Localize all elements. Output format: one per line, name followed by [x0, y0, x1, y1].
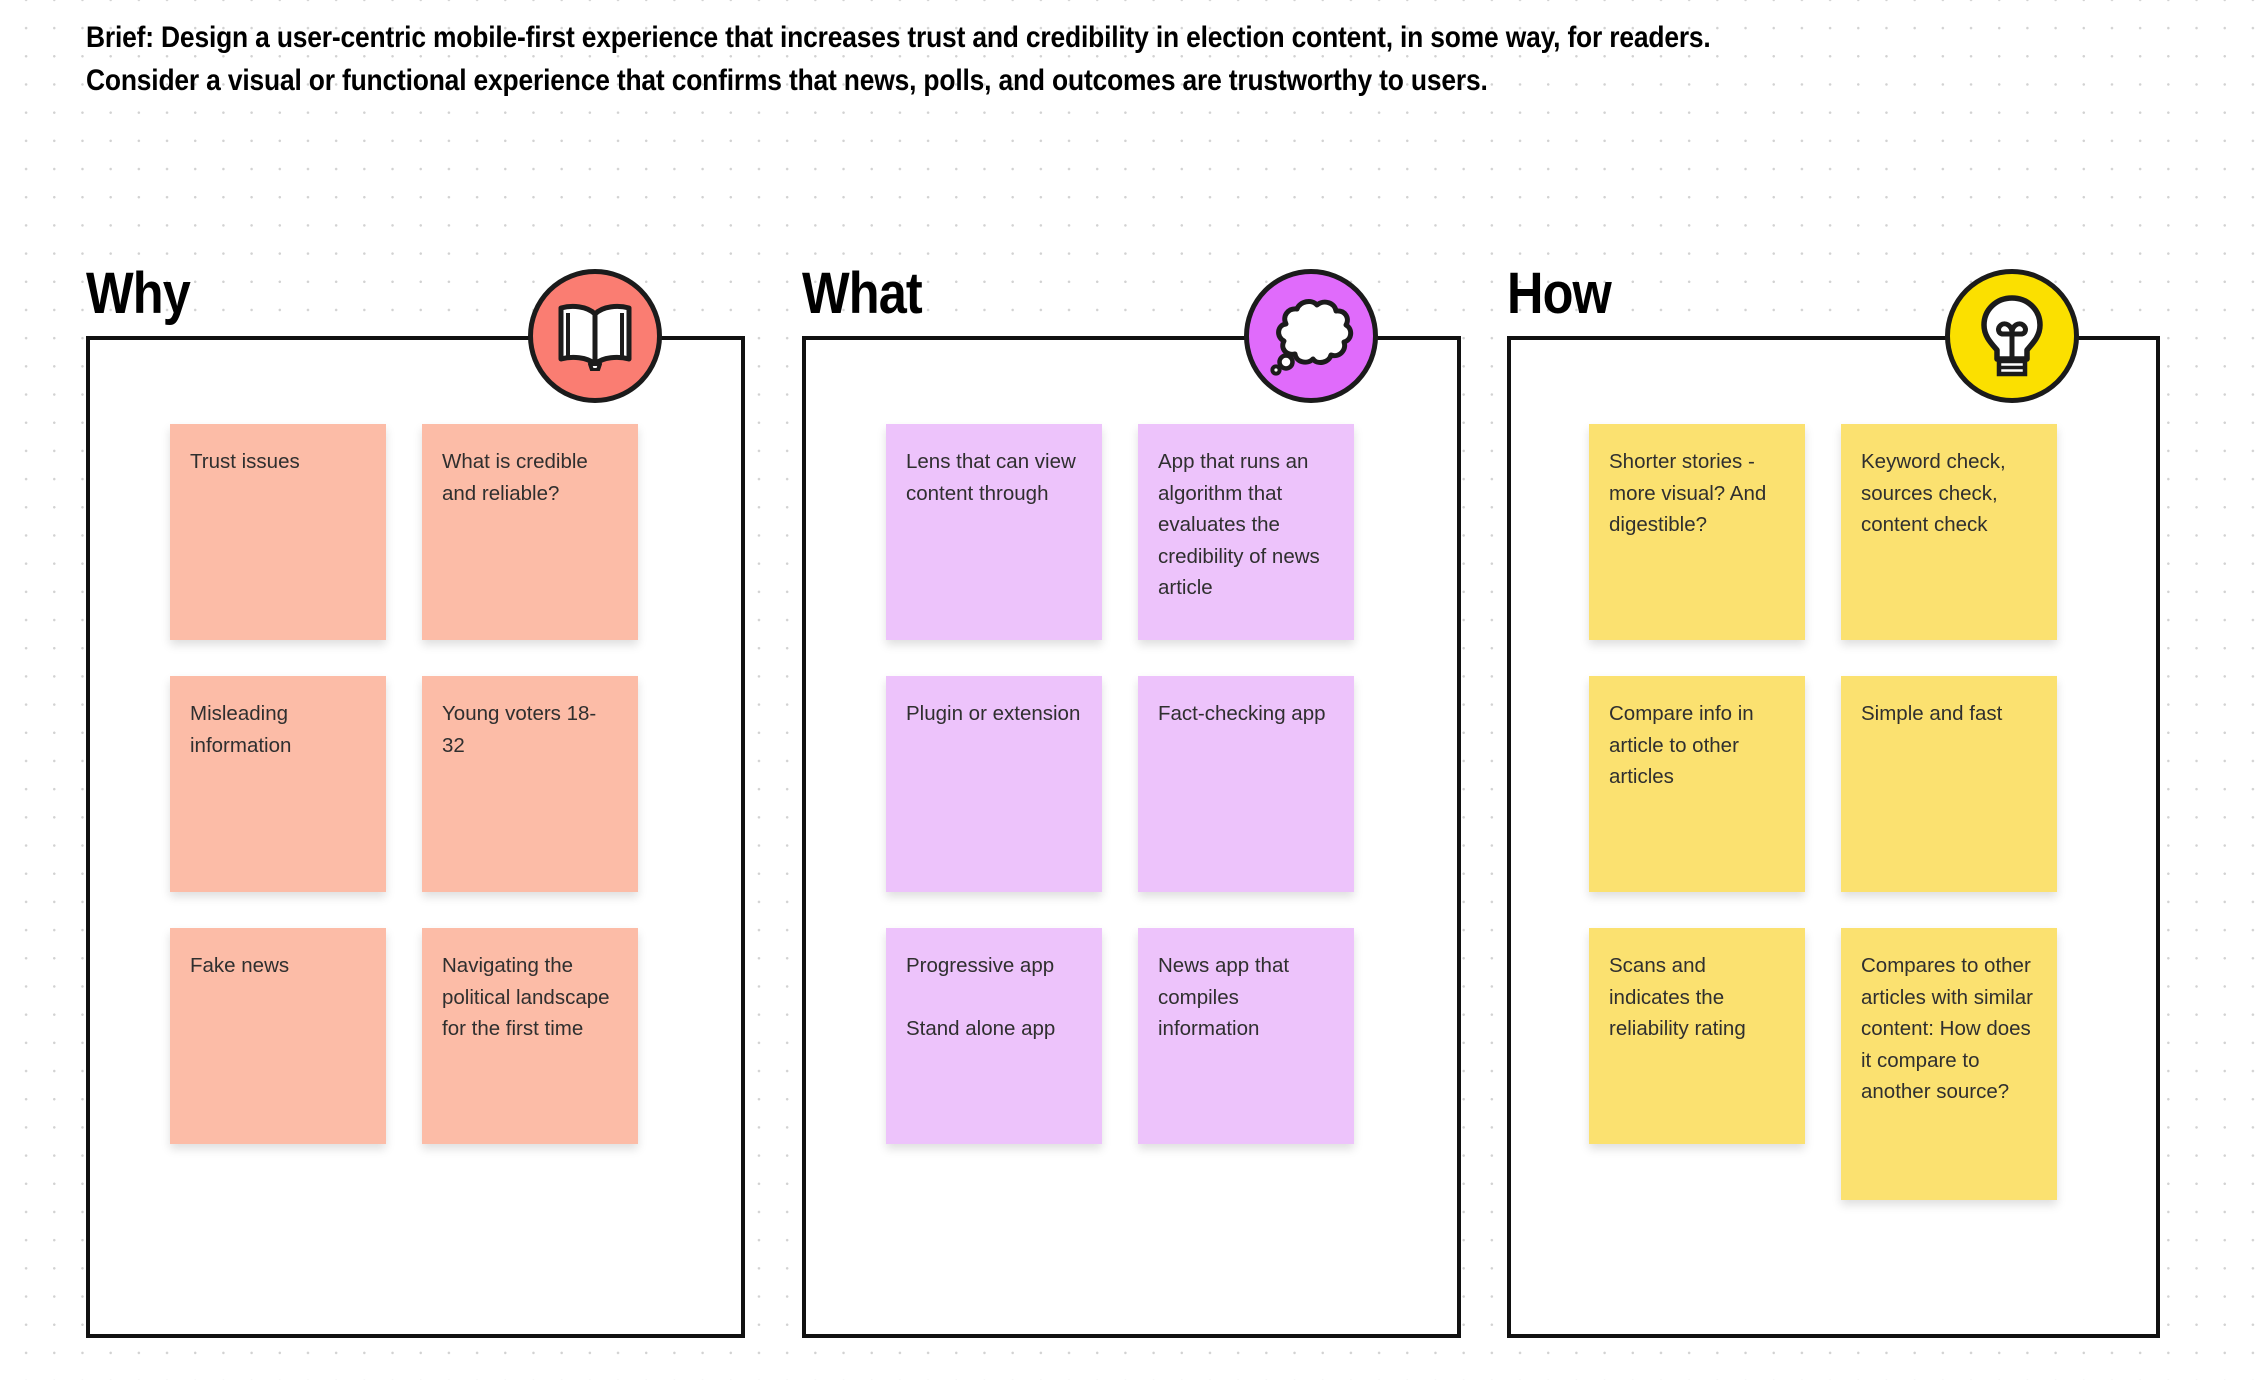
column-title-why: Why [86, 261, 191, 326]
sticky-note[interactable]: Misleading information [170, 676, 386, 892]
sticky-note[interactable]: Young voters 18-32 [422, 676, 638, 892]
sticky-note[interactable]: Compares to other articles with similar … [1841, 928, 2057, 1200]
open-book-icon [528, 269, 662, 403]
column-title-what: What [802, 261, 923, 326]
column-title-how: How [1507, 261, 1612, 326]
notes-grid-how: Shorter stories - more visual? And diges… [1589, 424, 2057, 1200]
sticky-note[interactable]: Fake news [170, 928, 386, 1144]
sticky-note[interactable]: Plugin or extension [886, 676, 1102, 892]
sticky-note[interactable]: Lens that can view content through [886, 424, 1102, 640]
sticky-note[interactable]: Progressive app Stand alone app [886, 928, 1102, 1144]
thought-bubble-icon [1244, 269, 1378, 403]
notes-grid-why: Trust issues What is credible and reliab… [170, 424, 638, 1144]
brief-text: Brief: Design a user-centric mobile-firs… [86, 21, 1711, 97]
sticky-note[interactable]: Scans and indicates the reliability rati… [1589, 928, 1805, 1144]
sticky-note[interactable]: Trust issues [170, 424, 386, 640]
sticky-note[interactable]: Navigating the political landscape for t… [422, 928, 638, 1144]
sticky-note[interactable]: What is credible and reliable? [422, 424, 638, 640]
notes-grid-what: Lens that can view content through App t… [886, 424, 1354, 1144]
sticky-note[interactable]: Simple and fast [1841, 676, 2057, 892]
sticky-note[interactable]: Compare info in article to other article… [1589, 676, 1805, 892]
sticky-note[interactable]: News app that compiles information [1138, 928, 1354, 1144]
sticky-note[interactable]: App that runs an algorithm that evaluate… [1138, 424, 1354, 640]
sticky-note[interactable]: Keyword check, sources check, content ch… [1841, 424, 2057, 640]
sticky-note[interactable]: Fact-checking app [1138, 676, 1354, 892]
sticky-note[interactable]: Shorter stories - more visual? And diges… [1589, 424, 1805, 640]
lightbulb-icon [1945, 269, 2079, 403]
